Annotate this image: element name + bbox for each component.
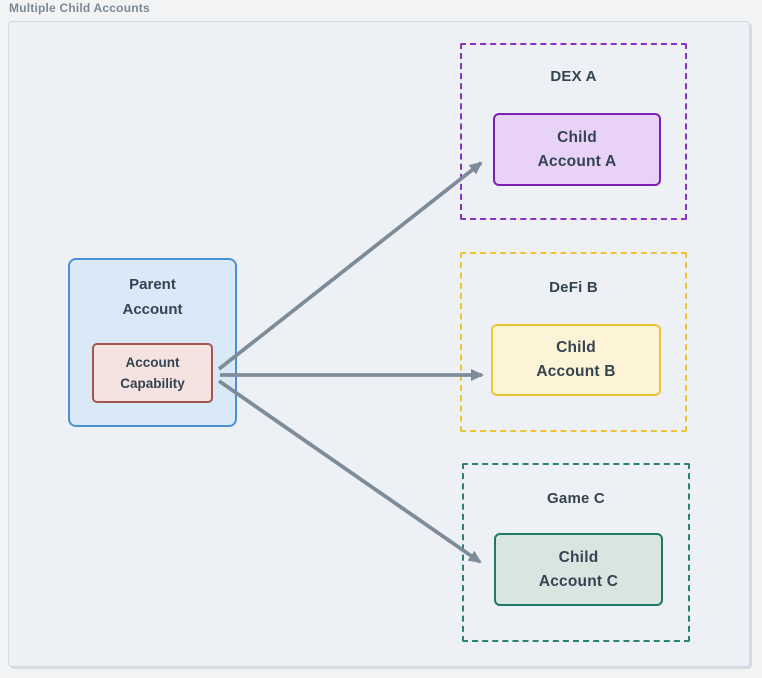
account-capability-label-line2: Capability bbox=[120, 376, 185, 391]
child-account-c-label-line1: Child bbox=[558, 548, 599, 566]
zone-defi-b-label: DeFi B bbox=[549, 279, 598, 296]
child-account-c-label-line2: Account C bbox=[538, 572, 619, 590]
child-account-a-label-line2: Account A bbox=[537, 152, 617, 170]
child-account-b-label-line1: Child bbox=[556, 339, 596, 356]
parent-account-label-line1: Parent bbox=[129, 276, 176, 293]
diagram-title: Multiple Child Accounts bbox=[9, 1, 150, 15]
zone-dex-a-label: DEX A bbox=[550, 68, 597, 85]
account-capability-node: Account Capability bbox=[92, 343, 213, 403]
zone-game-c-label: Game C bbox=[547, 490, 605, 507]
child-account-b-node: Child Account B bbox=[491, 324, 661, 396]
child-account-b-label-line2: Account B bbox=[536, 363, 616, 380]
child-account-a-node: Child Account A bbox=[493, 113, 661, 186]
account-capability-label-line1: Account bbox=[125, 355, 180, 370]
zone-dex-a: DEX A bbox=[460, 43, 687, 220]
child-account-a-label-line1: Child bbox=[557, 128, 597, 146]
parent-account-label-line2: Account bbox=[122, 301, 183, 318]
child-account-c-node: Child Account C bbox=[494, 533, 663, 606]
